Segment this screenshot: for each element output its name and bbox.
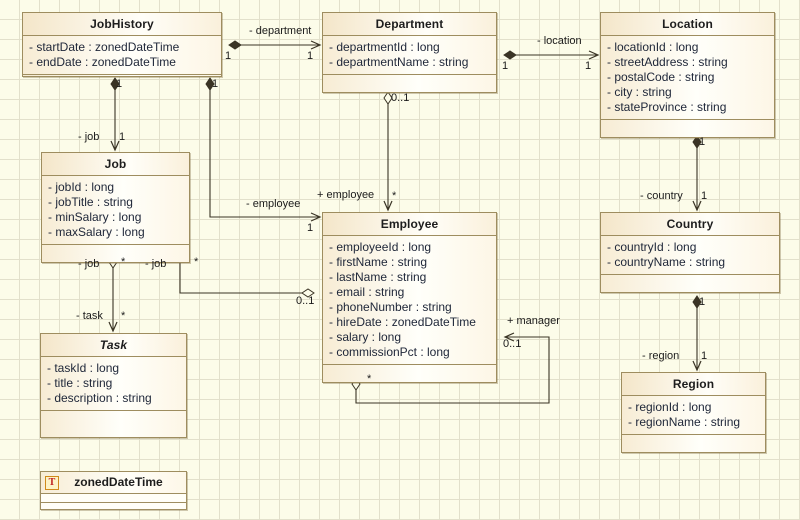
class-title: Task bbox=[41, 334, 186, 357]
class-attributes: - departmentId : long - departmentName :… bbox=[323, 36, 496, 75]
multiplicity-department-location-target: 1 bbox=[585, 60, 592, 72]
multiplicity-location-country-source: 1 bbox=[699, 136, 706, 148]
class-box-task[interactable]: Task - taskId : long - title : string - … bbox=[40, 333, 187, 438]
class-title: Job bbox=[42, 153, 189, 176]
multiplicity-jobhistory-department-source: 1 bbox=[225, 50, 232, 62]
datatype-t-icon: T bbox=[45, 476, 59, 490]
multiplicity-job-task-source: * bbox=[121, 256, 126, 268]
attribute-row: - firstName : string bbox=[329, 255, 428, 269]
edge-label-manager: + manager bbox=[507, 315, 560, 327]
class-operations bbox=[622, 435, 765, 452]
multiplicity-country-region-target: 1 bbox=[701, 350, 708, 362]
attribute-row: - taskId : long bbox=[47, 361, 120, 375]
attribute-row: - jobTitle : string bbox=[48, 195, 133, 209]
multiplicity-department-employee-source: 0..1 bbox=[391, 92, 410, 104]
class-attributes: - jobId : long - jobTitle : string - min… bbox=[42, 176, 189, 245]
class-box-jobhistory[interactable]: JobHistory - startDate : zonedDateTime -… bbox=[22, 12, 222, 77]
datatype-header: T zonedDateTime bbox=[41, 472, 186, 494]
class-attributes: - countryId : long - countryName : strin… bbox=[601, 236, 779, 275]
connector-jobhistory-employee bbox=[205, 77, 322, 222]
attribute-row: - employeeId : long bbox=[329, 240, 432, 254]
attribute-row: - title : string bbox=[47, 376, 113, 390]
datatype-box-zoneddatetime[interactable]: T zonedDateTime bbox=[40, 471, 187, 510]
attribute-row: - salary : long bbox=[329, 330, 402, 344]
multiplicity-employee-job-target: * bbox=[194, 256, 199, 268]
datatype-operations bbox=[41, 503, 186, 509]
multiplicity-job-task-target: * bbox=[121, 310, 126, 322]
class-operations bbox=[323, 75, 496, 92]
edge-label-location: - location bbox=[537, 35, 582, 47]
class-title: JobHistory bbox=[23, 13, 221, 36]
attribute-row: - maxSalary : long bbox=[48, 225, 145, 239]
class-attributes: - locationId : long - streetAddress : st… bbox=[601, 36, 774, 120]
attribute-row: - description : string bbox=[47, 391, 152, 405]
attribute-row: - locationId : long bbox=[607, 40, 699, 54]
class-operations bbox=[601, 120, 774, 137]
edge-label-job-right: - job bbox=[145, 258, 167, 270]
class-box-country[interactable]: Country - countryId : long - countryName… bbox=[600, 212, 780, 293]
class-operations bbox=[601, 275, 779, 292]
multiplicity-department-location-source: 1 bbox=[502, 60, 509, 72]
class-box-job[interactable]: Job - jobId : long - jobTitle : string -… bbox=[41, 152, 190, 263]
attribute-row: - startDate : zonedDateTime bbox=[29, 40, 180, 54]
attribute-row: - stateProvince : string bbox=[607, 100, 727, 114]
attribute-row: - streetAddress : string bbox=[607, 55, 728, 69]
attribute-row: - hireDate : zonedDateTime bbox=[329, 315, 476, 329]
edge-label-department: - department bbox=[249, 25, 312, 37]
class-title: Region bbox=[622, 373, 765, 396]
attribute-row: - minSalary : long bbox=[48, 210, 142, 224]
edge-label-job-left: - job bbox=[78, 258, 100, 270]
class-attributes: - startDate : zonedDateTime - endDate : … bbox=[23, 36, 221, 75]
class-operations bbox=[41, 411, 186, 437]
multiplicity-employee-job-source: 0..1 bbox=[296, 295, 315, 307]
datatype-name: zonedDateTime bbox=[74, 475, 163, 489]
datatype-attributes bbox=[41, 494, 186, 503]
attribute-row: - lastName : string bbox=[329, 270, 427, 284]
class-operations bbox=[23, 75, 221, 76]
attribute-row: - countryId : long bbox=[607, 240, 697, 254]
attribute-row: - endDate : zonedDateTime bbox=[29, 55, 176, 69]
class-title: Location bbox=[601, 13, 774, 36]
multiplicity-employee-manager-source: * bbox=[367, 373, 372, 385]
attribute-row: - departmentId : long bbox=[329, 40, 440, 54]
multiplicity-department-employee-target: * bbox=[392, 190, 397, 202]
edge-label-plus-employee: + employee bbox=[317, 189, 375, 201]
edge-label-task: - task bbox=[76, 310, 103, 322]
class-operations bbox=[323, 365, 496, 382]
class-box-region[interactable]: Region - regionId : long - regionName : … bbox=[621, 372, 766, 453]
multiplicity-jobhistory-employee-target: 1 bbox=[307, 222, 314, 234]
class-attributes: - regionId : long - regionName : string bbox=[622, 396, 765, 435]
multiplicity-jobhistory-employee-source: 1 bbox=[212, 78, 219, 90]
attribute-row: - email : string bbox=[329, 285, 405, 299]
multiplicity-country-region-source: 1 bbox=[699, 296, 706, 308]
multiplicity-location-country-target: 1 bbox=[701, 190, 708, 202]
multiplicity-employee-manager-target: 0..1 bbox=[503, 338, 522, 350]
attribute-row: - commissionPct : long bbox=[329, 345, 450, 359]
edge-label-job-top: - job bbox=[78, 131, 100, 143]
edge-label-region: - region bbox=[642, 350, 680, 362]
class-operations bbox=[42, 245, 189, 262]
class-title: Country bbox=[601, 213, 779, 236]
class-box-location[interactable]: Location - locationId : long - streetAdd… bbox=[600, 12, 775, 138]
connector-employee-job bbox=[175, 248, 315, 298]
multiplicity-jobhistory-job-target: 1 bbox=[119, 131, 126, 143]
attribute-row: - regionName : string bbox=[628, 415, 741, 429]
multiplicity-jobhistory-department-target: 1 bbox=[307, 50, 314, 62]
attribute-row: - city : string bbox=[607, 85, 672, 99]
class-box-department[interactable]: Department - departmentId : long - depar… bbox=[322, 12, 497, 93]
attribute-row: - jobId : long bbox=[48, 180, 115, 194]
attribute-row: - postalCode : string bbox=[607, 70, 715, 84]
edge-label-country: - country bbox=[640, 190, 683, 202]
attribute-row: - phoneNumber : string bbox=[329, 300, 452, 314]
class-attributes: - employeeId : long - firstName : string… bbox=[323, 236, 496, 365]
class-attributes: - taskId : long - title : string - descr… bbox=[41, 357, 186, 411]
attribute-row: - departmentName : string bbox=[329, 55, 469, 69]
attribute-row: - countryName : string bbox=[607, 255, 726, 269]
attribute-row: - regionId : long bbox=[628, 400, 712, 414]
multiplicity-jobhistory-job-source: 1 bbox=[116, 78, 123, 90]
edge-label-employee: - employee bbox=[246, 198, 301, 210]
class-title: Employee bbox=[323, 213, 496, 236]
class-box-employee[interactable]: Employee - employeeId : long - firstName… bbox=[322, 212, 497, 383]
class-title: Department bbox=[323, 13, 496, 36]
